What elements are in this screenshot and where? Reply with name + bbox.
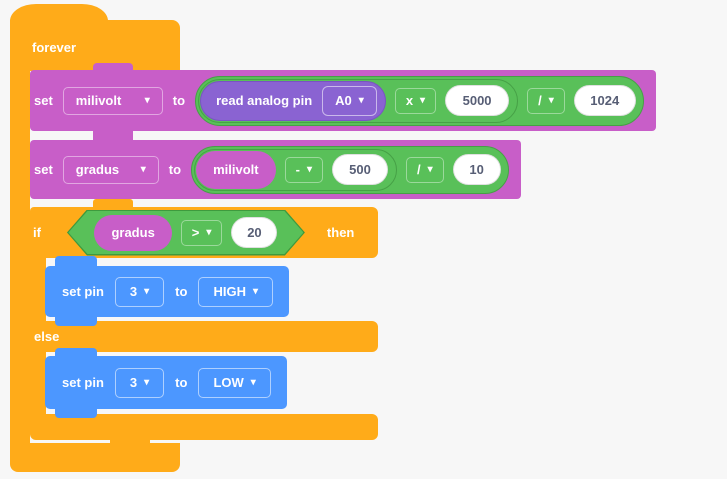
dropdown-arrow-icon: ▾: [144, 376, 150, 388]
dropdown-arrow-icon: ▾: [144, 94, 150, 106]
set-variable-block-gradus[interactable]: set gradus ▾ to milivolt - ▾ 500: [30, 140, 521, 199]
set-pin-block-high[interactable]: set pin 3 ▾ to HIGH ▾: [45, 266, 289, 317]
divide-operator-dropdown[interactable]: / ▾: [405, 156, 444, 183]
then-keyword: then: [326, 225, 355, 240]
number-field-20[interactable]: 20: [231, 217, 277, 248]
connector-bump: [55, 315, 97, 326]
forever-block-top-bar[interactable]: forever: [10, 20, 180, 71]
forever-block-left-arm[interactable]: [10, 71, 30, 443]
if-keyword: if: [33, 225, 41, 240]
set-variable-block-milivolt[interactable]: set milivolt ▾ to read analog pin A0 ▾: [30, 70, 656, 131]
set-pin-label: set pin: [62, 284, 104, 299]
read-analog-pin-block[interactable]: read analog pin A0 ▾: [200, 80, 386, 121]
to-keyword: to: [172, 93, 186, 108]
variable-dropdown-milivolt[interactable]: milivolt ▾: [62, 86, 163, 115]
dropdown-arrow-icon: ▾: [358, 94, 364, 106]
number-field-1024[interactable]: 1024: [573, 85, 636, 116]
multiply-operator-dropdown[interactable]: x ▾: [394, 87, 437, 114]
connector-bump: [55, 407, 97, 418]
connector-tab: [93, 199, 133, 209]
variable-dropdown-gradus[interactable]: gradus ▾: [62, 155, 159, 184]
dropdown-arrow-icon: ▾: [144, 285, 150, 297]
to-keyword: to: [168, 162, 182, 177]
variable-reporter-milivolt[interactable]: milivolt: [196, 150, 276, 189]
read-analog-pin-label: read analog pin: [216, 93, 313, 108]
to-keyword: to: [175, 375, 188, 390]
set-keyword: set: [34, 93, 53, 108]
forever-block-bottom-bar[interactable]: [10, 443, 180, 472]
else-keyword: else: [34, 329, 60, 344]
if-else-header[interactable]: if gradus > ▾ 20 then: [30, 207, 378, 258]
dropdown-arrow-icon: ▾: [306, 163, 312, 175]
analog-pin-dropdown[interactable]: A0 ▾: [322, 85, 377, 116]
to-keyword: to: [175, 284, 188, 299]
set-pin-block-low[interactable]: set pin 3 ▾ to LOW ▾: [45, 356, 287, 409]
pin-level-dropdown-low[interactable]: LOW ▾: [198, 367, 271, 398]
dropdown-arrow-icon: ▾: [140, 163, 146, 175]
minus-operator-dropdown[interactable]: - ▾: [284, 156, 323, 183]
operator-divide-block[interactable]: milivolt - ▾ 500 / ▾ 10: [191, 145, 509, 194]
boolean-condition-block[interactable]: gradus > ▾ 20: [67, 210, 305, 256]
dropdown-arrow-icon: ▾: [548, 94, 554, 106]
forever-label: forever: [32, 40, 77, 55]
else-bar[interactable]: else: [30, 321, 378, 352]
if-else-bottom-bar[interactable]: [30, 414, 378, 440]
dropdown-arrow-icon: ▾: [206, 226, 212, 238]
dropdown-arrow-icon: ▾: [250, 376, 256, 388]
dropdown-arrow-icon: ▾: [420, 94, 426, 106]
operator-multiply-block[interactable]: read analog pin A0 ▾ x ▾ 5000: [198, 78, 519, 123]
dropdown-arrow-icon: ▾: [427, 163, 433, 175]
divide-operator-dropdown[interactable]: / ▾: [527, 87, 565, 114]
operator-divide-block[interactable]: read analog pin A0 ▾ x ▾ 5000 / ▾: [195, 75, 644, 126]
dropdown-arrow-icon: ▾: [252, 285, 258, 297]
set-keyword: set: [34, 162, 53, 177]
number-field-5000[interactable]: 5000: [445, 85, 510, 116]
comparison-operator-dropdown[interactable]: > ▾: [181, 220, 223, 246]
variable-reporter-gradus[interactable]: gradus: [94, 215, 171, 251]
pin-level-dropdown-high[interactable]: HIGH ▾: [198, 276, 273, 307]
operator-subtract-block[interactable]: milivolt - ▾ 500: [194, 148, 397, 191]
number-field-10[interactable]: 10: [452, 154, 501, 185]
pin-number-dropdown[interactable]: 3 ▾: [114, 276, 165, 307]
set-pin-label: set pin: [62, 375, 104, 390]
pin-number-dropdown[interactable]: 3 ▾: [114, 367, 165, 398]
number-field-500[interactable]: 500: [331, 154, 388, 185]
connector-tab: [93, 128, 133, 143]
